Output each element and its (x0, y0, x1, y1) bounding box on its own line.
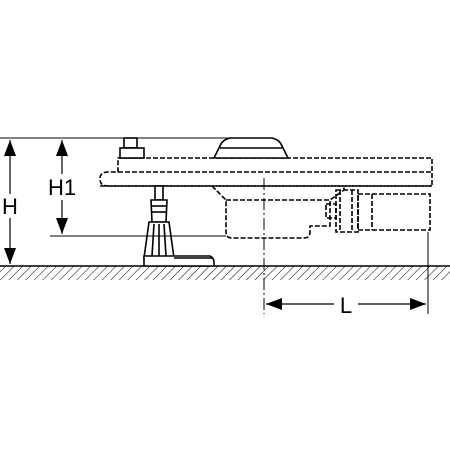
dimension-H1: H1 (44, 140, 82, 234)
tray-edge-fitting (119, 137, 145, 159)
dimension-L: L (266, 292, 426, 318)
label-H1: H1 (48, 175, 76, 200)
reference-lines (0, 137, 429, 314)
support-foot (143, 185, 215, 267)
drain-cover (212, 137, 290, 159)
drain-body (211, 185, 345, 239)
outlet-pipe (335, 189, 431, 233)
shower-tray (99, 157, 433, 187)
dimension-H: H (0, 140, 22, 264)
label-H: H (2, 194, 18, 219)
floor (0, 265, 450, 280)
label-L: L (340, 293, 352, 318)
